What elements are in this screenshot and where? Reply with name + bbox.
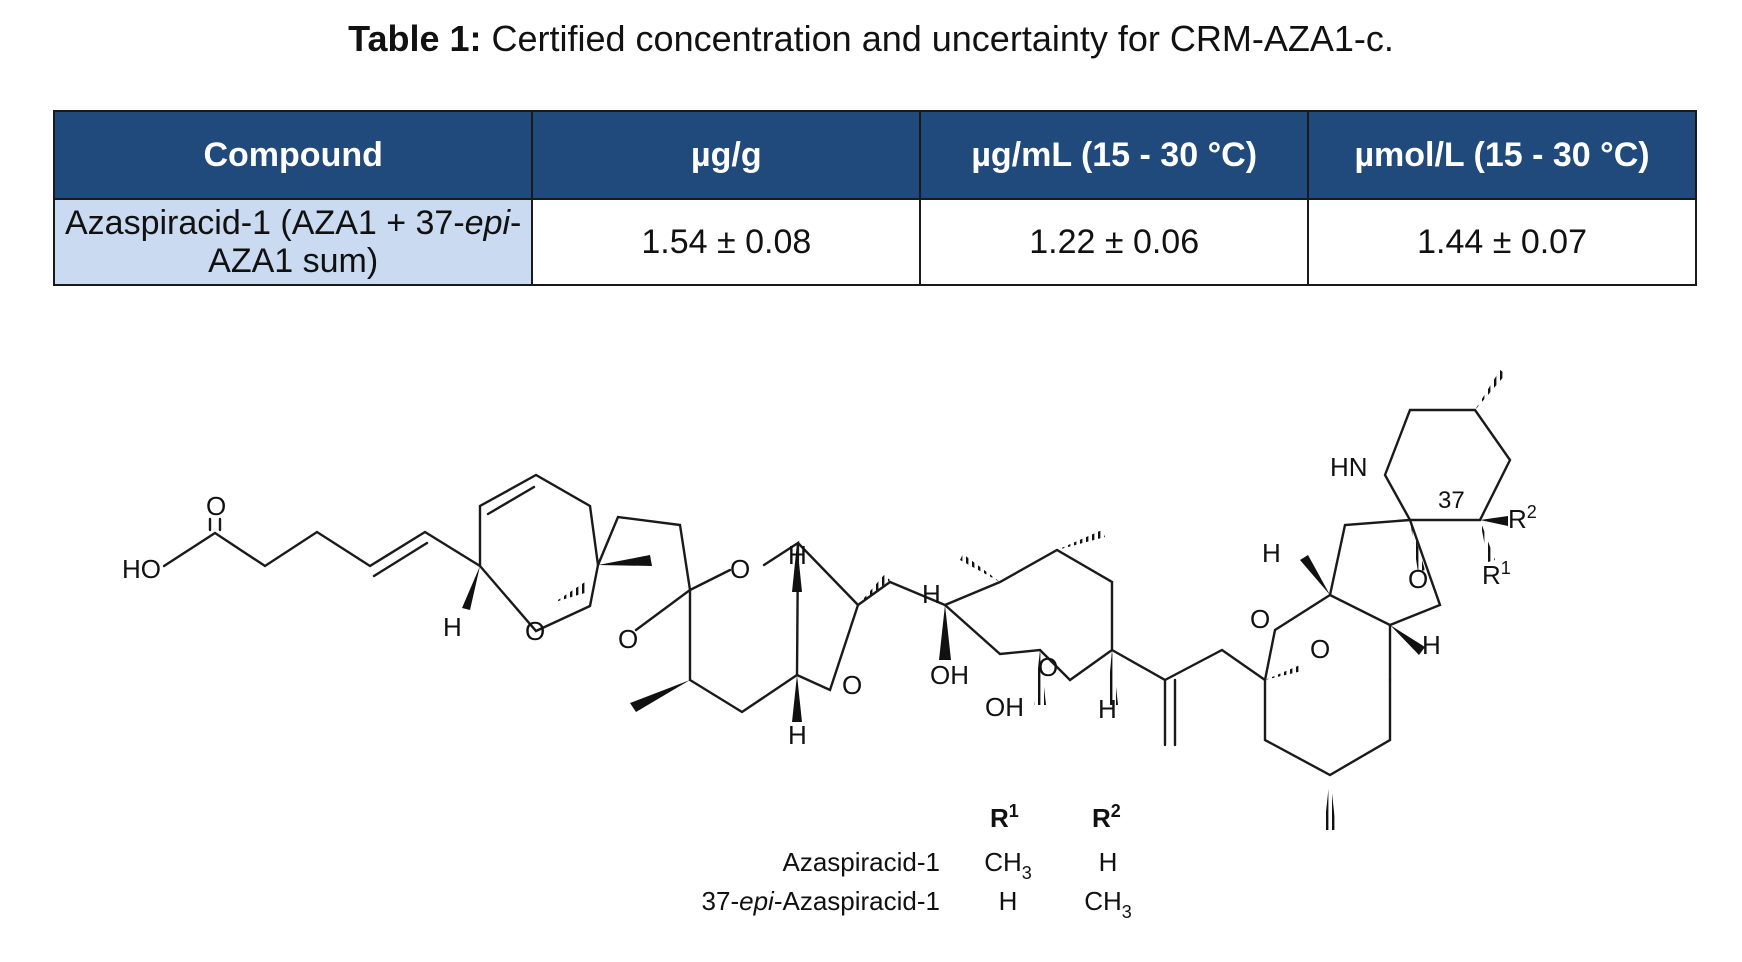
- atom-label-o: O: [525, 616, 545, 646]
- atom-label-o: O: [1250, 604, 1270, 634]
- legend-value-base: CH: [1084, 886, 1122, 916]
- wedge-bonds: [462, 516, 1508, 722]
- legend-r2-value: H: [1099, 847, 1118, 877]
- legend-compound-name: Azaspiracid-1: [782, 847, 940, 877]
- legend-r1-letter: R: [990, 803, 1009, 833]
- legend-header-r1: R1: [990, 801, 1019, 833]
- table-caption: Table 1: Certified concentration and unc…: [0, 18, 1742, 60]
- atom-label-r1: R1: [1482, 558, 1511, 590]
- azaspiracid-structure: O HO H O O O O H H H OH OH O H O O H O H…: [122, 370, 1537, 922]
- compound-name-start: Azaspiracid-1 (AZA1 + 37-: [65, 204, 465, 242]
- legend-name-italic: epi: [739, 886, 775, 916]
- atom-label-h: H: [443, 612, 462, 642]
- atom-label-oh: OH: [930, 660, 969, 690]
- header-ug-per-ml: µg/mL (15 - 30 °C): [919, 110, 1310, 200]
- hashed-bonds: [555, 370, 1506, 830]
- value-umol-per-l: 1.44 ± 0.07: [1307, 198, 1697, 286]
- legend-compound-name: 37-epi-Azaspiracid-1: [702, 886, 940, 916]
- legend-name-end: -Azaspiracid-1: [774, 886, 940, 916]
- legend-value-base: CH: [984, 847, 1022, 877]
- table-row: Azaspiracid-1 (AZA1 + 37-epi-AZA1 sum) 1…: [52, 198, 1697, 286]
- atom-label-hn: HN: [1330, 452, 1368, 482]
- atom-label-37: 37: [1438, 487, 1465, 514]
- atom-label-h: H: [922, 579, 941, 609]
- legend-r1-value: CH3: [984, 847, 1032, 883]
- atom-label-h: H: [1422, 630, 1441, 660]
- legend-r1-superscript: 1: [1009, 801, 1019, 821]
- value-ug-per-ml: 1.22 ± 0.06: [919, 198, 1310, 286]
- legend-value-base: H: [999, 886, 1018, 916]
- legend-value-subscript: 3: [1122, 902, 1132, 922]
- substituent-legend: R1 R2 Azaspiracid-1 CH3 H 37-epi-Azaspir…: [702, 801, 1132, 922]
- compound-cell: Azaspiracid-1 (AZA1 + 37-epi-AZA1 sum): [52, 198, 534, 286]
- atom-label-h: H: [1098, 694, 1117, 724]
- legend-r2-letter: R: [1092, 803, 1111, 833]
- header-ug-per-g: µg/g: [531, 110, 922, 200]
- atom-label-o: O: [1310, 634, 1330, 664]
- header-umol-per-l: µmol/L (15 - 30 °C): [1307, 110, 1697, 200]
- r2-letter: R: [1508, 504, 1527, 534]
- atom-label-r2: R2: [1508, 502, 1537, 534]
- legend-value-base: H: [1099, 847, 1118, 877]
- atom-labels: O HO H O O O O H H H OH OH O H O O H O H…: [122, 452, 1537, 750]
- caption-prefix: Table 1:: [348, 18, 482, 59]
- legend-r2-superscript: 2: [1111, 801, 1121, 821]
- atom-label-h: H: [788, 540, 807, 570]
- compound-name-italic: epi: [464, 204, 511, 242]
- atom-label-h: H: [788, 720, 807, 750]
- atom-label-o: O: [1038, 652, 1058, 682]
- atom-label-oh: OH: [985, 692, 1024, 722]
- legend-header-r2: R2: [1092, 801, 1121, 833]
- compound-name-end: -AZA1 sum): [208, 204, 522, 280]
- atom-label-o: O: [842, 670, 862, 700]
- header-compound: Compound: [52, 110, 534, 200]
- atom-label-o: O: [730, 554, 750, 584]
- table-header-row: Compound µg/g µg/mL (15 - 30 °C) µmol/L …: [52, 110, 1697, 200]
- r1-superscript: 1: [1501, 558, 1511, 578]
- legend-name-start: 37-: [702, 886, 740, 916]
- r2-superscript: 2: [1527, 502, 1537, 522]
- atom-label-o: O: [206, 491, 226, 521]
- r1-letter: R: [1482, 560, 1501, 590]
- atom-label-h: H: [1262, 538, 1281, 568]
- atom-label-ho: HO: [122, 554, 161, 584]
- certified-values-table: Compound µg/g µg/mL (15 - 30 °C) µmol/L …: [52, 110, 1697, 286]
- legend-r1-value: H: [999, 886, 1018, 916]
- atom-label-o: O: [618, 624, 638, 654]
- legend-r2-value: CH3: [1084, 886, 1132, 922]
- value-ug-per-g: 1.54 ± 0.08: [531, 198, 922, 286]
- legend-value-subscript: 3: [1022, 863, 1032, 883]
- legend-name-end: Azaspiracid-1: [782, 847, 940, 877]
- caption-text: Certified concentration and uncertainty …: [481, 18, 1394, 59]
- atom-label-o: O: [1408, 564, 1428, 594]
- bond-lines: [162, 408, 1512, 777]
